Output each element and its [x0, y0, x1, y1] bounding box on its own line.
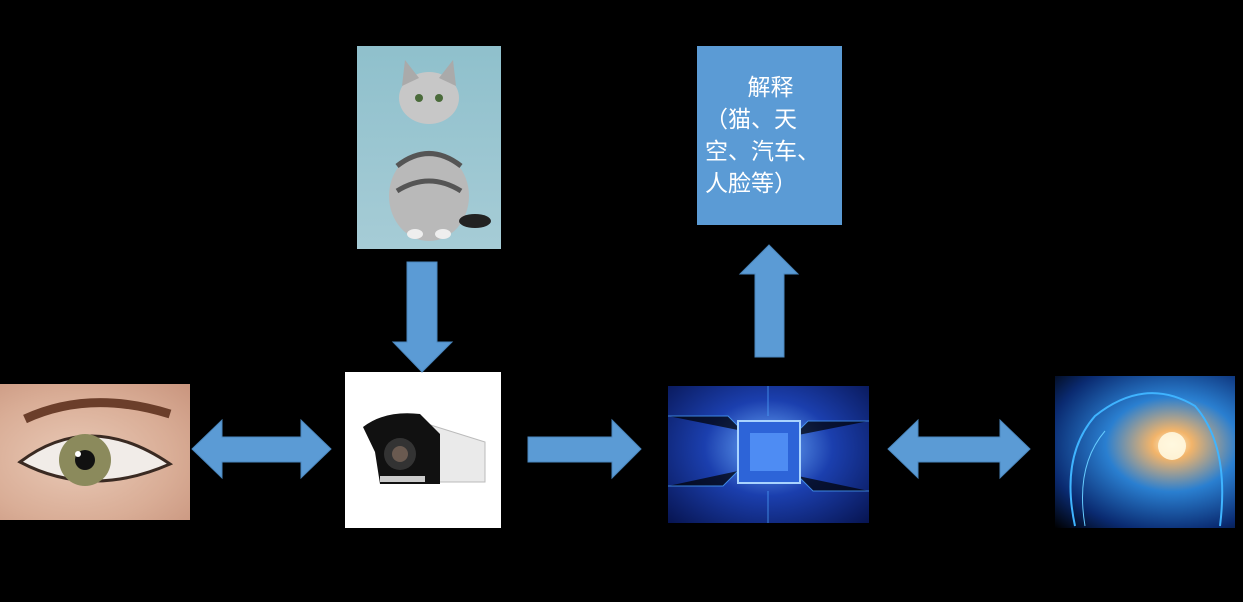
arrow-right-camera-to-chip [527, 418, 642, 480]
arrow-double-eye-camera [191, 418, 332, 480]
interpretation-examples: （猫、天 空、汽车、 人脸等） [705, 107, 820, 197]
arrow-down-cat-to-camera [391, 261, 454, 373]
camera-image [345, 372, 501, 528]
chip-image [668, 386, 869, 523]
cat-image [357, 46, 501, 249]
chip-icon [668, 386, 869, 523]
arrow-up-chip-to-label [738, 244, 800, 358]
camera-icon [363, 413, 486, 484]
brain-icon [1069, 392, 1224, 527]
eye-image [0, 384, 190, 520]
brain-image [1055, 376, 1235, 528]
cat-icon [389, 60, 491, 241]
eye-icon [17, 398, 174, 486]
interpretation-title: 解释 [747, 75, 794, 101]
arrow-double-chip-brain [887, 418, 1031, 480]
interpretation-box: 解释 （猫、天 空、汽车、 人脸等） [697, 46, 842, 225]
